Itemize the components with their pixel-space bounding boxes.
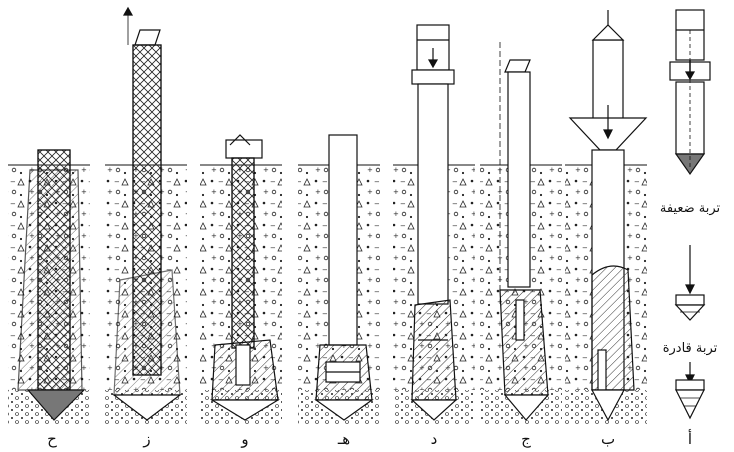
step-b-pile xyxy=(568,10,648,422)
step-label-c: ج xyxy=(521,430,531,449)
step-a-panel xyxy=(669,9,711,420)
step-label-e: هـ xyxy=(337,430,350,448)
step-h-pile xyxy=(17,149,86,421)
step-label-a: أ xyxy=(688,429,692,448)
step-label-b: ب xyxy=(601,430,615,448)
step-g-pile xyxy=(112,6,182,421)
step-f-pile xyxy=(209,134,281,421)
step-label-g: ز xyxy=(142,430,150,448)
strong-soil-label: تربة قادرة xyxy=(663,341,718,356)
step-e-pile xyxy=(314,134,374,421)
step-label-d: د xyxy=(431,430,438,448)
weak-soil-label: تربة ضعيفة xyxy=(660,201,721,216)
step-label-h: ح xyxy=(47,430,57,448)
step-d-pile xyxy=(410,24,458,421)
step-c-pile xyxy=(499,42,550,421)
step-label-f: و xyxy=(240,430,248,448)
